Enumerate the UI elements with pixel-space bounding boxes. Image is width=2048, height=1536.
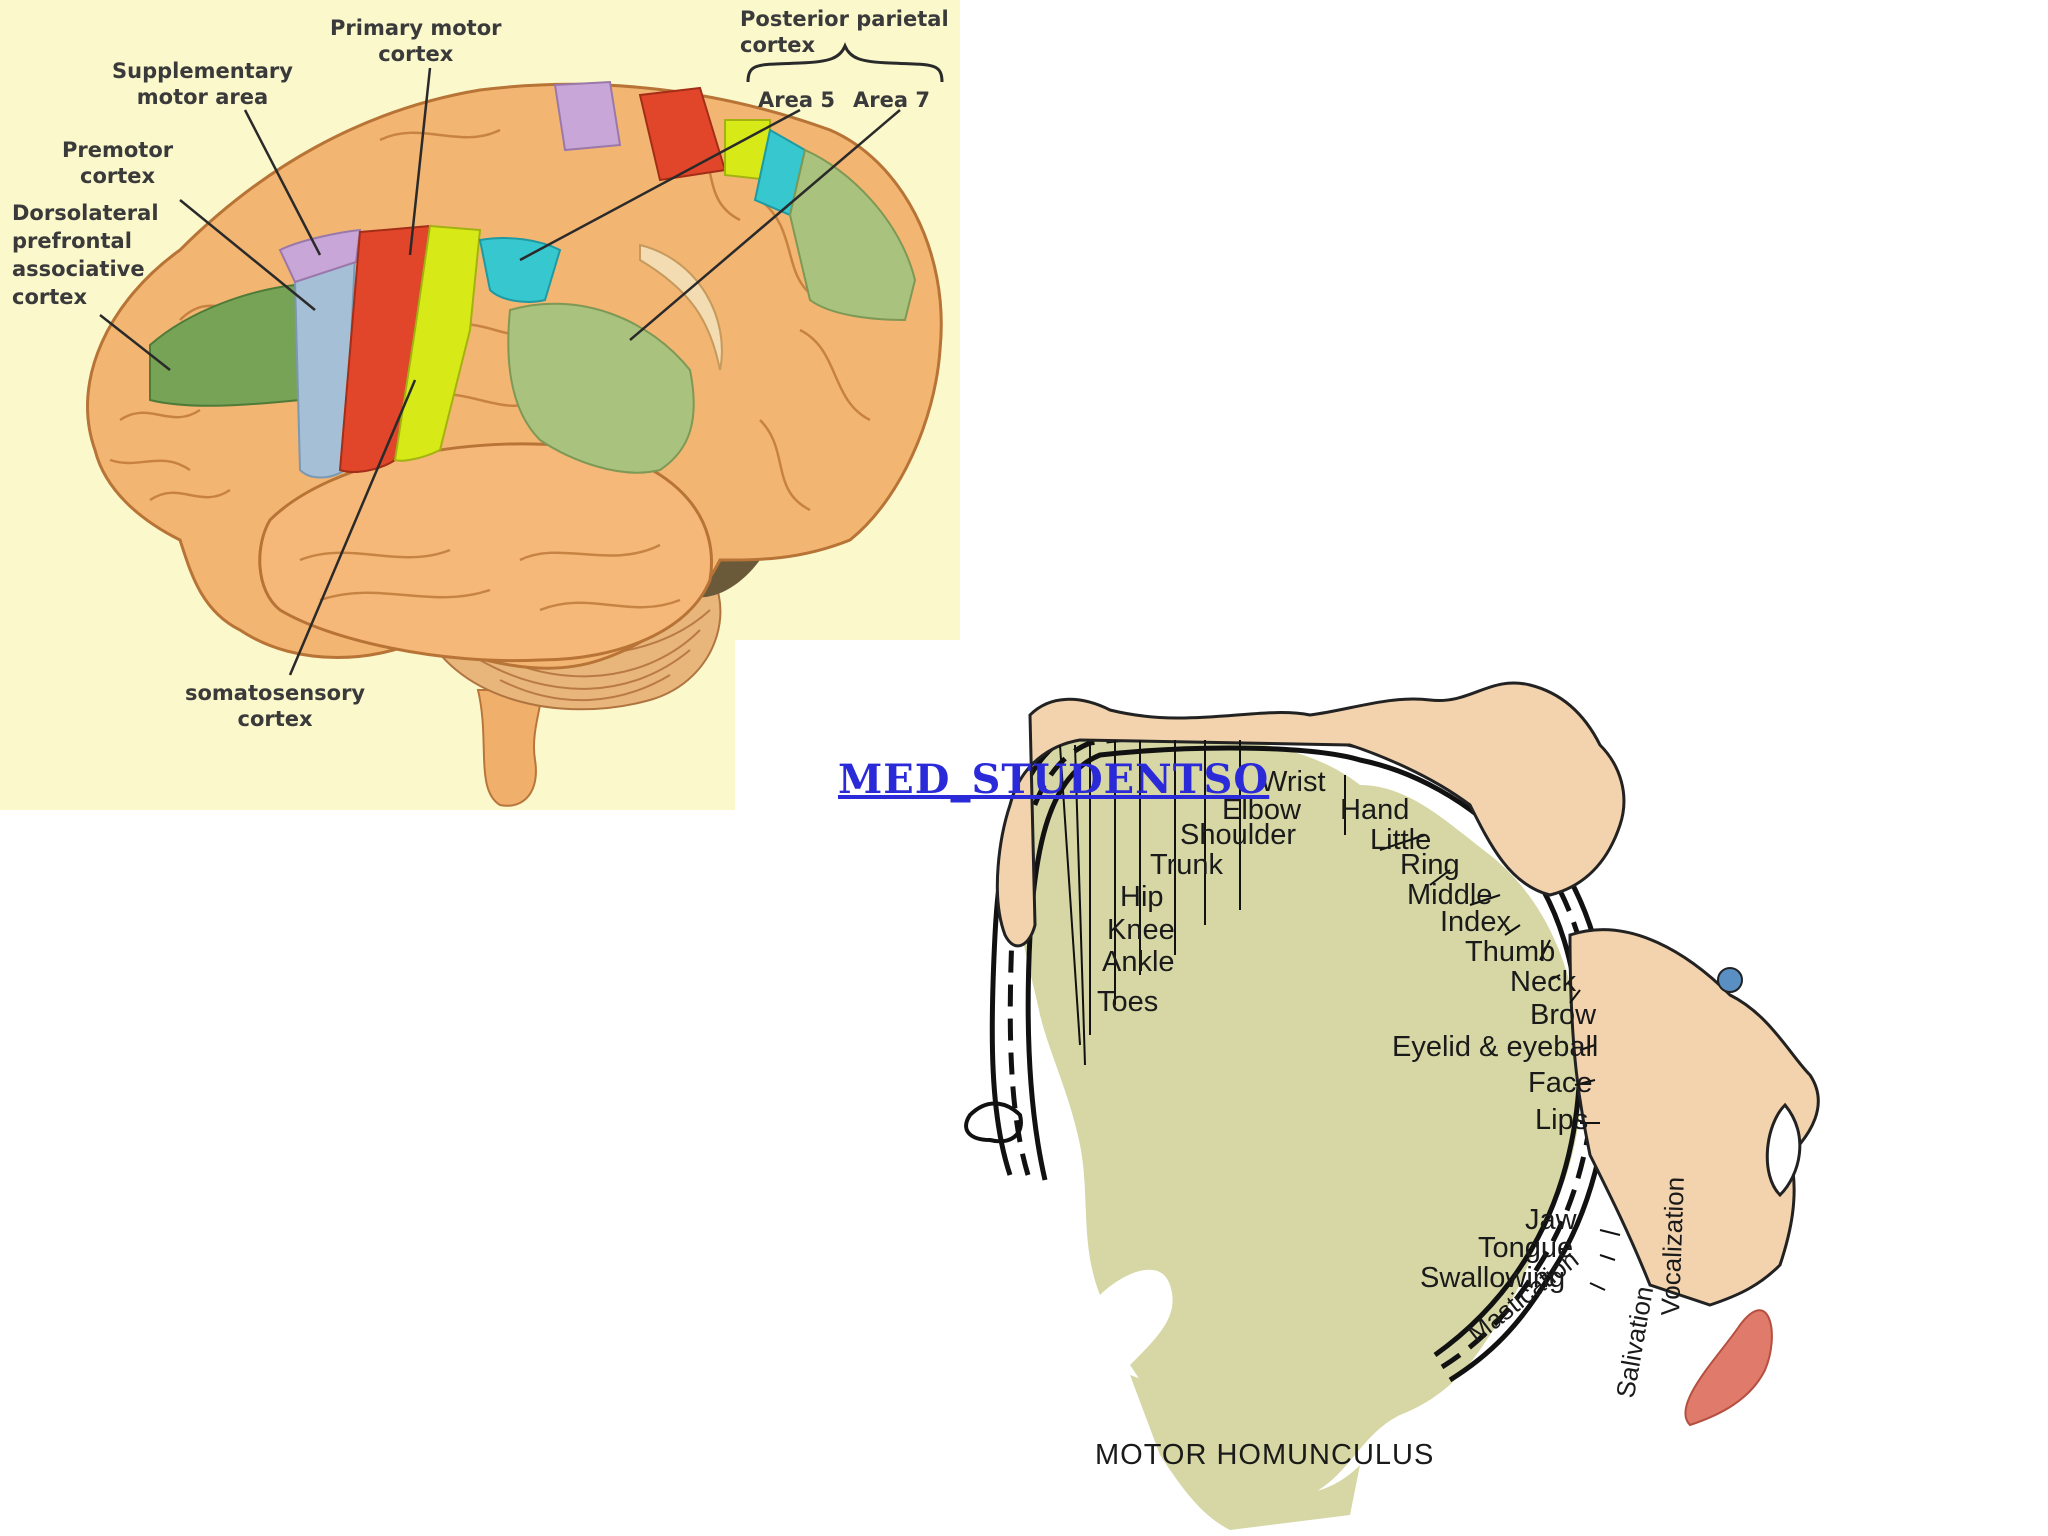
label-ring: Ring xyxy=(1400,849,1460,881)
dorsolateral-prefrontal-label: Dorsolateral prefrontal associative cort… xyxy=(12,201,159,309)
somatosensory-cortex-label: somatosensory cortex xyxy=(185,681,366,731)
cingulate-crescent xyxy=(639,243,723,371)
cortex-lower-fold xyxy=(1130,1375,1360,1530)
label-lips: Lips xyxy=(1535,1104,1589,1136)
label-thumb: Thumb xyxy=(1465,936,1556,968)
area5-lower xyxy=(478,237,562,303)
label-elbow: Elbow xyxy=(1222,794,1301,826)
motor-homunculus: Toes Ankle Knee Hip Trunk Shoulder Elbow… xyxy=(930,635,1880,1536)
mouth xyxy=(1765,1102,1802,1198)
supplementary-motor-area-label: Supplementary motor area xyxy=(112,59,293,109)
primary-motor-cortex-label: Primary motor cortex xyxy=(330,16,502,66)
head-profile xyxy=(1568,928,1820,1307)
area7-lower xyxy=(507,302,695,474)
posterior-parietal-cortex-label: Posterior parietal cortex xyxy=(740,7,949,57)
label-knee: Knee xyxy=(1107,914,1175,946)
label-wrist: Wrist xyxy=(1260,766,1326,798)
temporal-lobe xyxy=(258,442,713,663)
label-shoulder: Shoulder xyxy=(1180,819,1297,851)
label-face: Face xyxy=(1528,1067,1593,1099)
supplementary-top xyxy=(553,80,622,152)
posterior-parietal-brace xyxy=(746,42,944,83)
label-hand: Hand xyxy=(1340,794,1410,826)
tongue-shape xyxy=(1684,1309,1773,1427)
area-5-label: Area 5 xyxy=(758,88,835,112)
label-eyelid-eyeball: Eyelid & eyeball xyxy=(1392,1031,1599,1063)
label-jaw: Jaw xyxy=(1525,1204,1577,1236)
brain-lateral-view: Primary motor cortex Supplementary motor… xyxy=(0,0,960,810)
label-toes: Toes xyxy=(1097,986,1159,1018)
label-middle: Middle xyxy=(1407,879,1493,911)
cortex-section xyxy=(1014,729,1582,1515)
toe-tract xyxy=(964,1101,1023,1144)
label-neck: Neck xyxy=(1510,966,1577,998)
label-brow: Brow xyxy=(1530,999,1597,1031)
label-hip: Hip xyxy=(1120,881,1164,913)
legs-outline xyxy=(995,681,1626,948)
label-swallowing: Swallowing xyxy=(1420,1262,1566,1294)
brain-stem xyxy=(476,689,542,807)
label-ankle: Ankle xyxy=(1102,946,1175,978)
label-little: Little xyxy=(1370,824,1432,856)
eye xyxy=(1717,967,1743,993)
label-tongue: Tongue xyxy=(1478,1232,1574,1264)
label-vocalization: Vocalization xyxy=(1655,1176,1690,1317)
brain-illustration xyxy=(0,0,960,810)
area-7-label: Area 7 xyxy=(853,88,930,112)
somatosensory-area xyxy=(393,224,482,462)
homunculus-title: MOTOR HOMUNCULUS xyxy=(1095,1439,1435,1471)
premotor-cortex-label: Premotor cortex xyxy=(62,138,174,188)
label-index: Index xyxy=(1440,906,1511,938)
area7-top xyxy=(788,148,917,322)
watermark: MED_STUDENTSO xyxy=(838,756,1270,803)
homunculus-illustration xyxy=(964,681,1820,1530)
label-trunk: Trunk xyxy=(1150,849,1224,881)
